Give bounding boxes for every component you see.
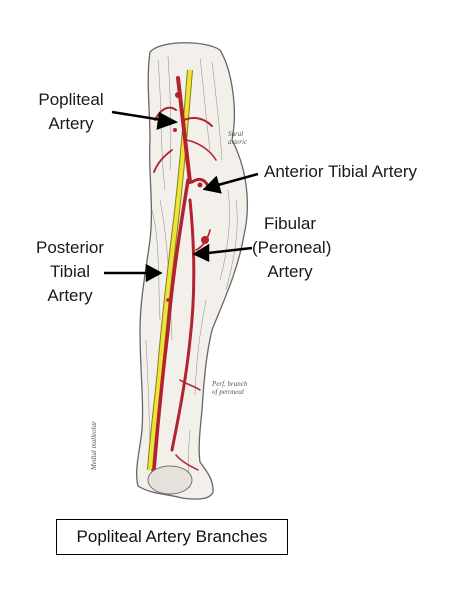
sural-label: Sural arteric — [228, 130, 247, 146]
popliteal-arrow — [111, 110, 163, 122]
popliteal-line-2: Artery — [48, 114, 94, 133]
posterior-line-3: Artery — [47, 286, 93, 305]
anterior-tibial-vessel — [190, 177, 210, 188]
sural-line-2: arteric — [228, 138, 248, 146]
fibular-artery-label: Fibular (Peroneal) Artery — [252, 212, 332, 284]
perf-line-1: Perf. branch — [212, 380, 248, 388]
fibular-line-1: Fibular — [264, 214, 316, 233]
perf-branch-label: Perf. branch of peroneal — [212, 380, 247, 396]
caption-text: Popliteal Artery Branches — [76, 527, 268, 546]
caption-box: Popliteal Artery Branches — [56, 519, 288, 555]
fibular-line-3: Artery — [267, 262, 313, 281]
fibular-vessel — [170, 198, 196, 452]
muscle-lines — [145, 55, 238, 489]
fibular-line-2: (Peroneal) — [252, 238, 332, 257]
popliteal-artery-vessel — [176, 76, 192, 184]
posterior-tibial-label: Posterior Tibial Artery — [22, 236, 118, 308]
popliteal-artery-label: Popliteal Artery — [26, 88, 116, 136]
medial-malleolar-label: Medial malleolar — [90, 421, 98, 470]
anterior-tibial-arrow — [217, 172, 259, 187]
posterior-line-2: Tibial — [50, 262, 90, 281]
fibular-arrow — [207, 246, 253, 255]
heel-bone — [147, 465, 193, 495]
perf-line-2: of peroneal — [212, 388, 244, 396]
posterior-tibial-vessel — [152, 178, 190, 472]
anterior-tibial-label: Anterior Tibial Artery — [264, 162, 418, 181]
sural-line-1: Sural — [228, 130, 244, 138]
posterior-line-1: Posterior — [35, 238, 105, 257]
popliteal-line-1: Popliteal — [38, 90, 104, 109]
